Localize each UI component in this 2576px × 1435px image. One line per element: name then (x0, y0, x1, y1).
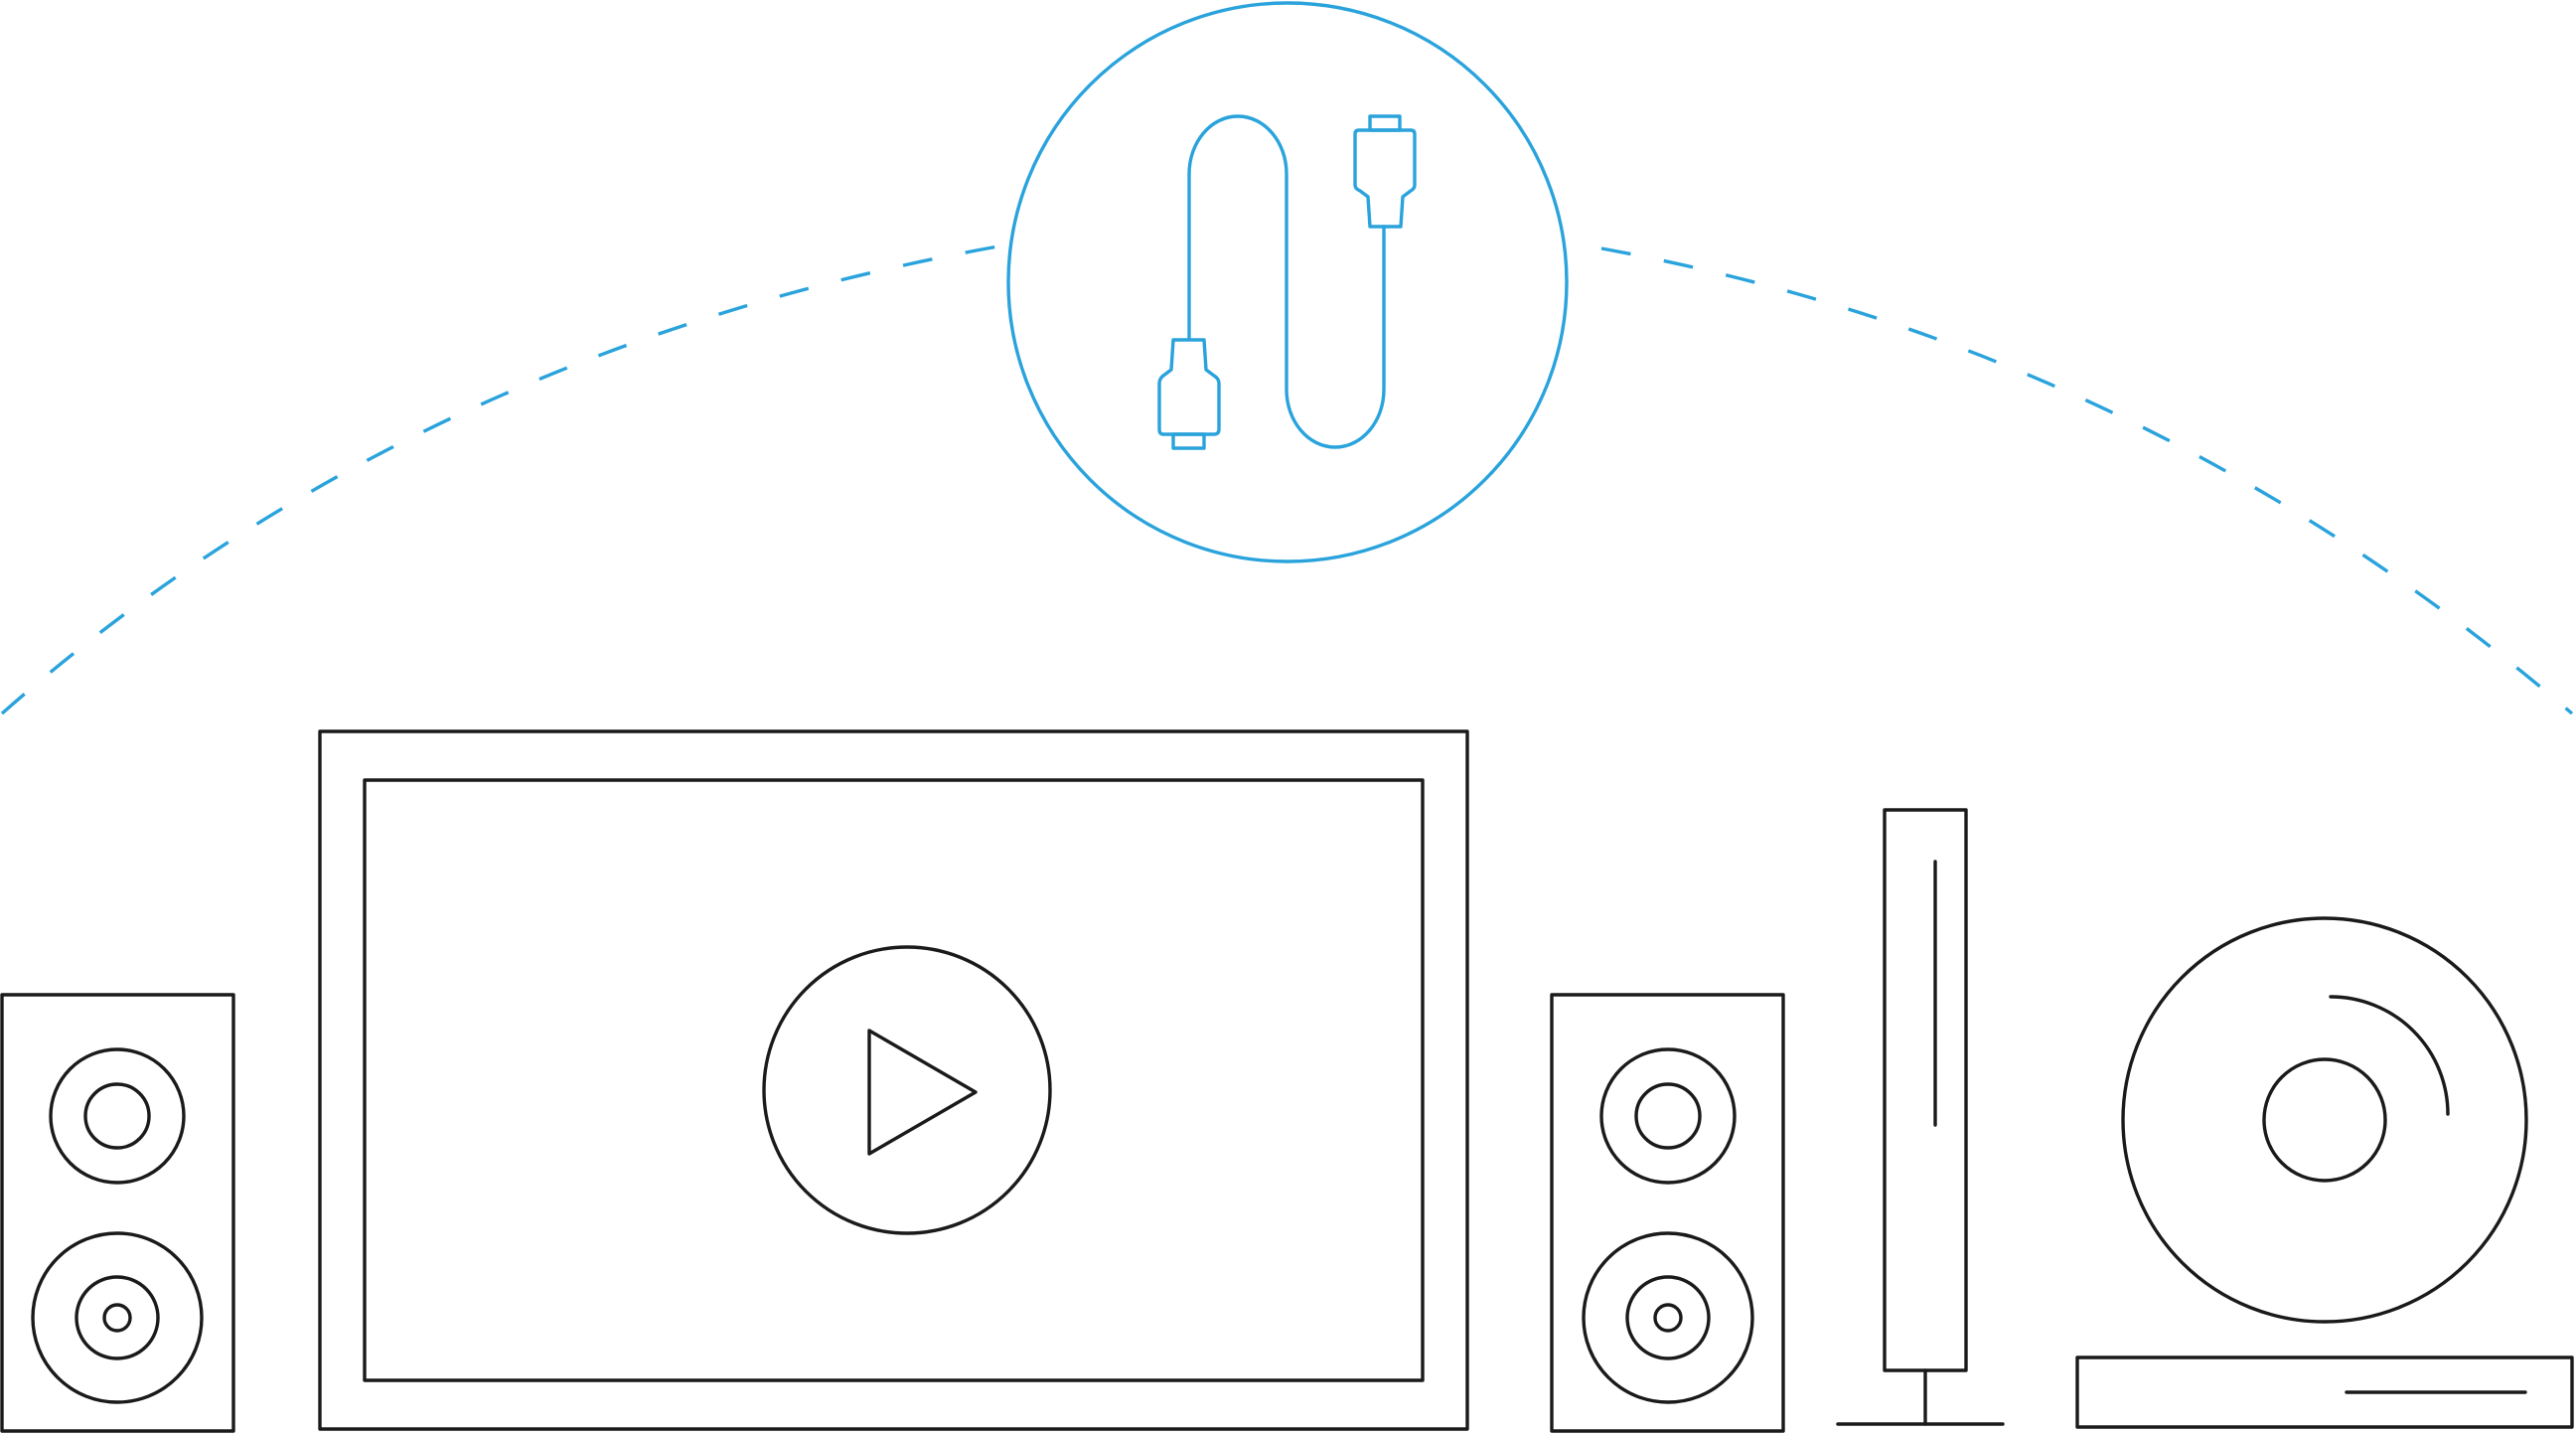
disc-icon (2121, 916, 2528, 1324)
tv-screen (363, 778, 1425, 1382)
play-icon (762, 945, 1052, 1235)
tv-frame (318, 729, 1469, 1431)
right-connection-arc (1600, 246, 2574, 716)
tower-speaker-icon (1836, 808, 2005, 1426)
hdmi-plug-bottom (1157, 338, 1221, 450)
disc-player-icon (2075, 1355, 2574, 1429)
left-speaker-icon (0, 993, 235, 1433)
cable-loop (1187, 114, 1386, 449)
right-speaker-icon (1550, 993, 1785, 1433)
television-icon (318, 729, 1469, 1431)
hdmi-cable-icon (1006, 1, 1569, 563)
hdmi-badge-circle (1006, 1, 1569, 563)
hdmi-plug-top (1353, 114, 1417, 229)
left-connection-arc (0, 242, 1010, 716)
